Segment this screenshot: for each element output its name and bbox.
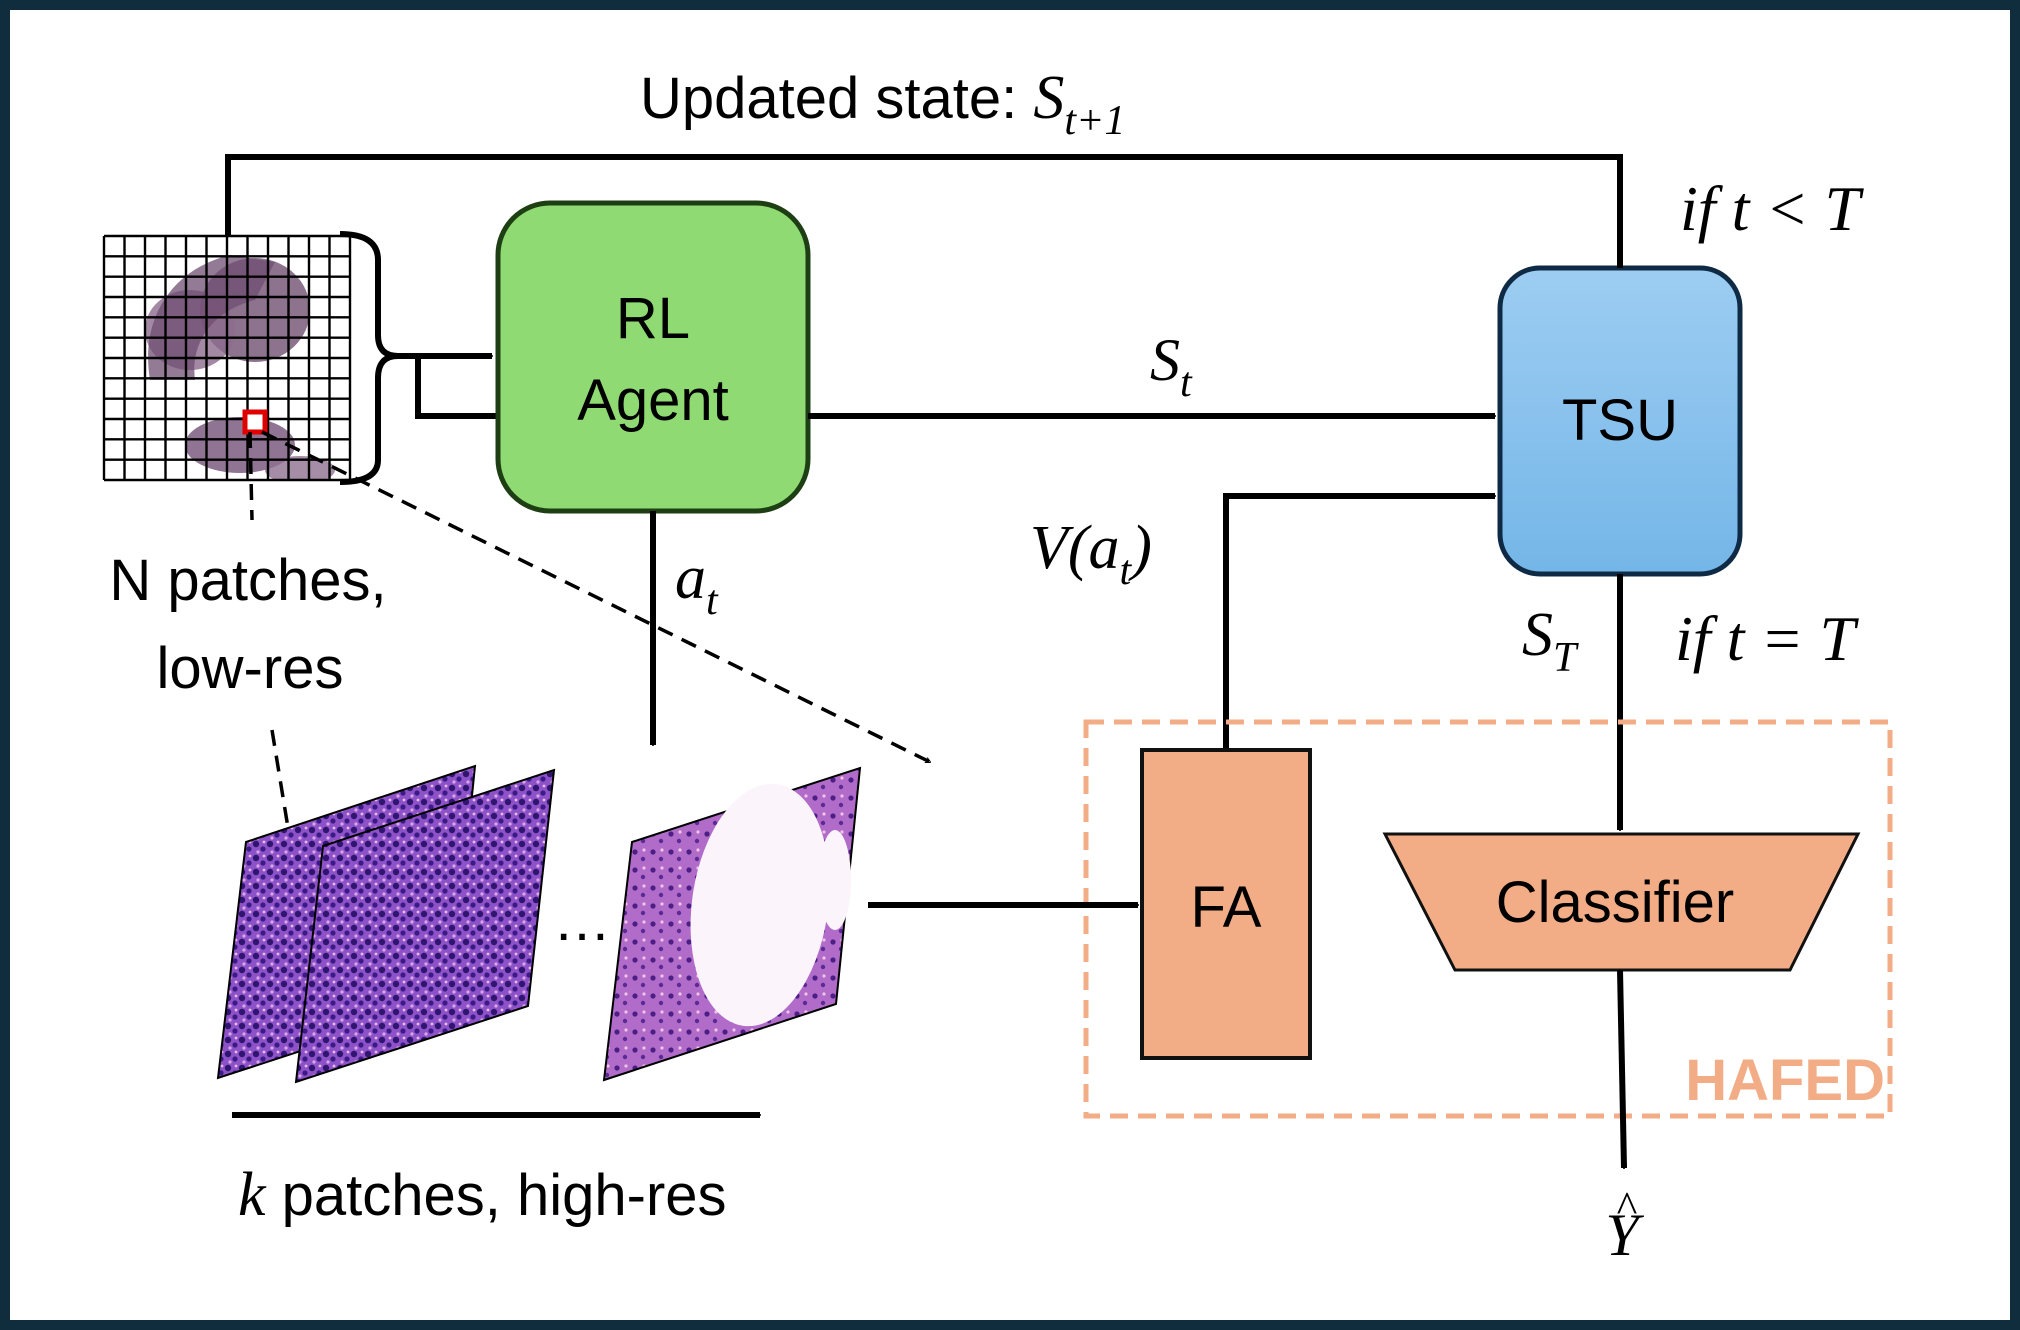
action-label: at (675, 544, 719, 624)
hafed-region (1083, 719, 1893, 1119)
value-label: V(at) (1030, 514, 1152, 594)
final-condition-label: if t = T (1675, 603, 1860, 674)
final-state-label: ST (1522, 601, 1579, 681)
grid-to-highres-dash (261, 430, 930, 764)
low-res-label-line2: low-res (157, 636, 344, 701)
patch-grid (102, 234, 352, 482)
loop-condition-label: if t < T (1680, 173, 1865, 244)
high-res-label: k patches, high-res (238, 1161, 727, 1229)
grid-to-rl-connector (415, 356, 498, 419)
rl-agent-box (495, 200, 811, 514)
value-arrow (1223, 493, 1495, 750)
low-res-label-line1: N patches, (109, 548, 386, 613)
classifier-label: Classifier (1496, 870, 1735, 935)
fa-box (1140, 748, 1312, 1060)
fa-label: FA (1191, 875, 1262, 940)
high-res-patch-3 (602, 766, 862, 1082)
updated-state-label: Updated state: St+1 (640, 64, 1125, 144)
state-label: St (1150, 327, 1193, 406)
rl-agent-label-line1: RL (616, 286, 690, 351)
rl-agent-label-line2: Agent (577, 368, 729, 433)
label-to-patch-dash (270, 729, 290, 840)
feedback-loop-arrow (225, 154, 1623, 268)
low-res-slide-grid (102, 234, 352, 482)
high-res-patches (216, 764, 862, 1084)
patch-to-label-dash (248, 431, 254, 521)
classifier-box (1382, 832, 1861, 972)
ellipsis: … (553, 888, 611, 953)
output-arrow (1617, 969, 1624, 1168)
high-res-patch-2 (294, 768, 556, 1084)
output-label: Y (1605, 1202, 1644, 1268)
slide-tissue (145, 255, 335, 480)
output-hat: ^ (1616, 1183, 1637, 1232)
selected-patch-marker (242, 409, 268, 435)
hafed-label: HAFED (1685, 1048, 1885, 1113)
tsu-label: TSU (1562, 388, 1678, 453)
